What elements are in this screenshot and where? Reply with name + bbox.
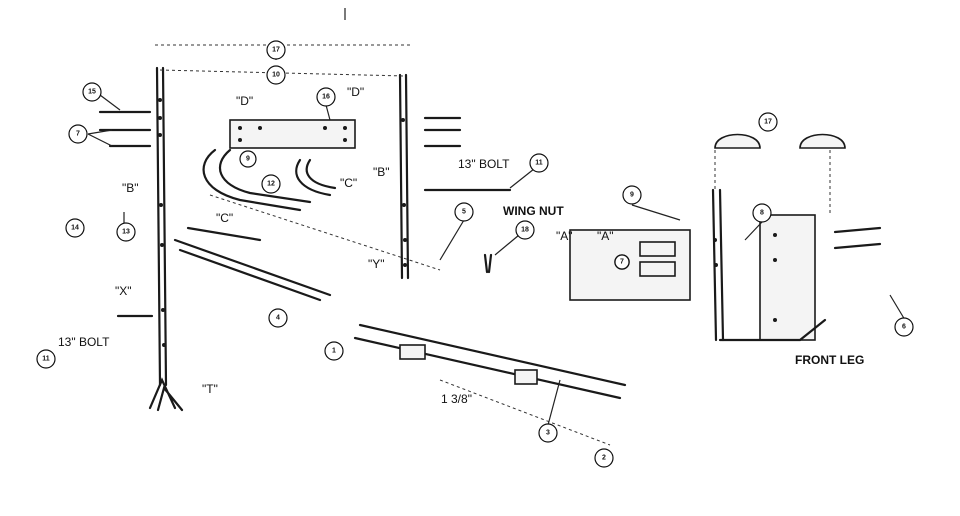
callout-13: 13 <box>116 222 136 242</box>
svg-text:17: 17 <box>272 47 280 54</box>
svg-text:1: 1 <box>332 348 336 355</box>
callout-6: 6 <box>894 317 914 337</box>
label-13-bolt-right: 13" BOLT <box>458 157 510 171</box>
label-letter-c2: "C" <box>340 176 357 190</box>
curved-arms-12 <box>202 148 337 212</box>
callout-8: 8 <box>752 203 772 223</box>
svg-text:10: 10 <box>272 72 280 79</box>
label-letter-b2: "B" <box>373 165 390 179</box>
svg-text:15: 15 <box>88 89 96 96</box>
svg-text:7: 7 <box>76 131 80 138</box>
callout-17a: 17 <box>266 40 286 60</box>
label-dimension: 1 3/8" <box>441 392 472 406</box>
callout-14: 14 <box>65 218 85 238</box>
callout-7a: 7 <box>68 124 88 144</box>
svg-text:8: 8 <box>760 210 764 217</box>
label-letter-d2: "D" <box>347 85 364 99</box>
svg-text:16: 16 <box>322 94 330 101</box>
callout-16: 16 <box>316 87 336 107</box>
callout-10: 10 <box>266 65 286 85</box>
svg-text:17: 17 <box>764 119 772 126</box>
svg-text:5: 5 <box>462 209 466 216</box>
svg-text:12: 12 <box>267 181 275 188</box>
svg-text:13: 13 <box>122 229 130 236</box>
callout-11b: 11 <box>36 349 56 369</box>
label-letter-a2: "A" <box>597 229 614 243</box>
label-letter-x: "X" <box>115 284 132 298</box>
svg-text:11: 11 <box>535 160 543 167</box>
label-letter-b1: "B" <box>122 181 139 195</box>
callout-5: 5 <box>454 202 474 222</box>
label-letter-y: "Y" <box>368 257 385 271</box>
label-wing-nut: WING NUT <box>503 204 564 218</box>
svg-text:4: 4 <box>276 315 280 322</box>
callout-2: 2 <box>594 448 614 468</box>
callout-1: 1 <box>324 341 344 361</box>
svg-text:14: 14 <box>71 225 79 232</box>
label-letter-d1: "D" <box>236 94 253 108</box>
callout-9a: 9 <box>239 150 257 168</box>
label-13-bolt-left: 13" BOLT <box>58 335 110 349</box>
crossbar-16 <box>229 119 356 149</box>
wing-nut-icon <box>483 253 493 274</box>
label-letter-t: "T" <box>202 382 218 396</box>
callout-7b: 7 <box>614 254 630 270</box>
callout-18: 18 <box>515 220 535 240</box>
svg-text:3: 3 <box>546 430 550 437</box>
callout-11a: 11 <box>529 153 549 173</box>
bottom-rails <box>173 194 627 446</box>
label-letter-a1: "A" <box>556 229 573 243</box>
svg-text:6: 6 <box>902 324 906 331</box>
left-bolts <box>98 110 512 318</box>
svg-text:2: 2 <box>602 455 606 462</box>
callout-3: 3 <box>538 423 558 443</box>
callout-17b: 17 <box>758 112 778 132</box>
svg-text:7: 7 <box>620 259 624 266</box>
svg-text:11: 11 <box>42 356 50 363</box>
label-letter-c1: "C" <box>216 211 233 225</box>
callout-12: 12 <box>261 174 281 194</box>
svg-text:9: 9 <box>246 156 250 163</box>
callout-9b: 9 <box>622 185 642 205</box>
front-leg-assembly <box>569 133 882 342</box>
svg-text:9: 9 <box>630 192 634 199</box>
callout-4: 4 <box>268 308 288 328</box>
callout-15: 15 <box>82 82 102 102</box>
svg-text:18: 18 <box>521 227 529 234</box>
label-front-leg: FRONT LEG <box>795 353 864 367</box>
